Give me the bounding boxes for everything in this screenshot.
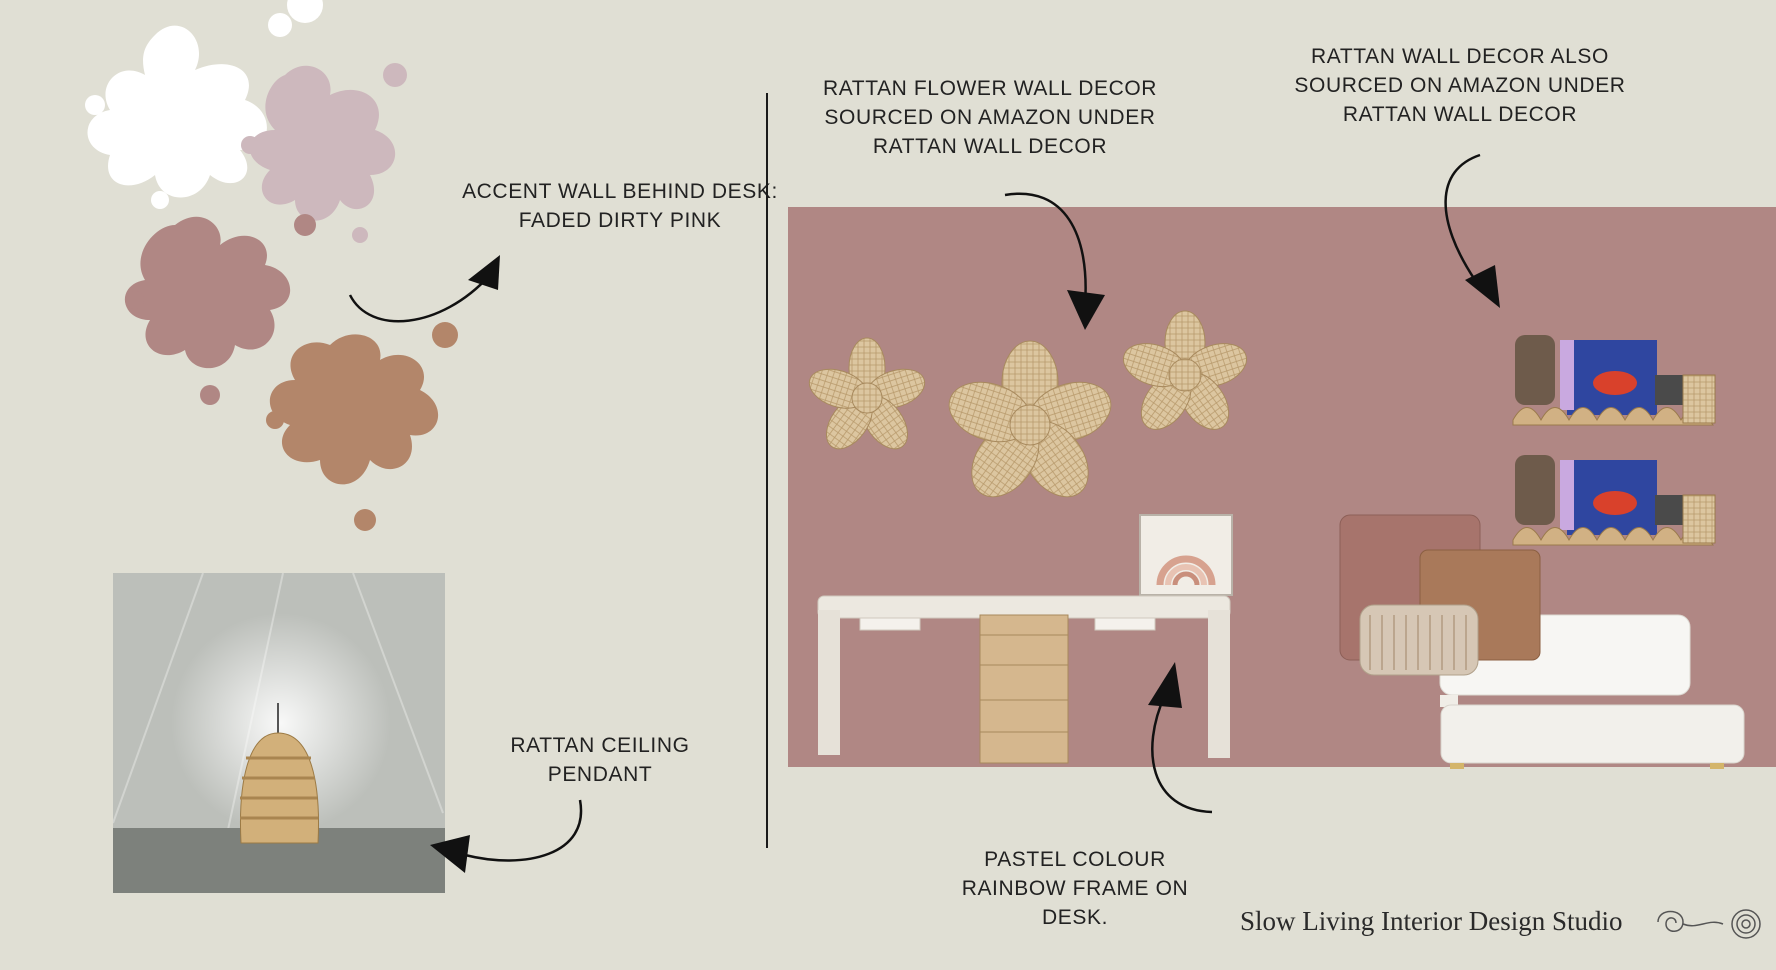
tan-paint-splat-icon bbox=[266, 322, 458, 531]
caption-line: RATTAN CEILING bbox=[510, 734, 690, 757]
flower-decor-caption: RATTAN FLOWER WALL DECOR SOURCED ON AMAZ… bbox=[790, 74, 1190, 161]
rattan-pendant-icon bbox=[240, 703, 319, 844]
caption-line: RATTAN FLOWER WALL DECOR bbox=[822, 77, 1158, 100]
lilac-paint-splat-icon bbox=[241, 63, 407, 243]
rattan-flower-icon bbox=[1123, 310, 1247, 430]
rattan-shelves bbox=[1512, 335, 1716, 546]
curved-arrow-icon bbox=[430, 799, 583, 873]
rattan-flower-decor bbox=[808, 310, 1247, 498]
caption-line: DESK. bbox=[1041, 906, 1109, 929]
white-paint-splat-icon bbox=[85, 0, 323, 209]
spiral-squiggle-logo-icon bbox=[1657, 909, 1761, 939]
curved-arrow-icon bbox=[348, 255, 500, 323]
caption-line: FADED DIRTY PINK bbox=[518, 209, 722, 232]
ceiling-pendant-caption: RATTAN CEILING PENDANT bbox=[480, 731, 720, 789]
cushion-icon bbox=[1339, 514, 1541, 676]
curved-arrow-icon bbox=[1004, 192, 1105, 330]
caption-line: ACCENT WALL BEHIND DESK: bbox=[462, 180, 778, 203]
rainbow-frame-icon bbox=[1139, 514, 1233, 596]
rattan-flower-icon bbox=[948, 340, 1112, 498]
rattan-flower-icon bbox=[808, 337, 926, 450]
caption-line: PASTEL COLOUR bbox=[984, 848, 1166, 871]
desk-with-rainbow-frame bbox=[817, 514, 1233, 764]
caption-line: SOURCED ON AMAZON UNDER bbox=[1294, 74, 1626, 97]
paint-splats bbox=[85, 0, 458, 531]
curved-arrow-icon bbox=[1444, 153, 1500, 308]
caption-line: PENDANT bbox=[547, 763, 653, 786]
rattan-shelf-icon bbox=[1512, 455, 1716, 546]
ceiling-pendant-photo bbox=[113, 573, 445, 893]
vertical-divider bbox=[766, 93, 768, 848]
bed-with-cushions bbox=[1339, 514, 1745, 769]
wall-decor-also-caption: RATTAN WALL DECOR ALSO SOURCED ON AMAZON… bbox=[1260, 42, 1660, 129]
caption-line: RAINBOW FRAME ON bbox=[961, 877, 1189, 900]
rose-paint-splat-icon bbox=[124, 214, 316, 405]
brand-name: Slow Living Interior Design Studio bbox=[1240, 906, 1623, 936]
rainbow-frame-caption: PASTEL COLOUR RAINBOW FRAME ON DESK. bbox=[935, 845, 1215, 932]
caption-line: RATTAN WALL DECOR bbox=[1342, 103, 1578, 126]
caption-line: RATTAN WALL DECOR ALSO bbox=[1311, 45, 1609, 68]
curved-arrow-icon bbox=[1148, 662, 1213, 814]
desk-icon bbox=[817, 595, 1231, 764]
caption-line: RATTAN WALL DECOR bbox=[872, 135, 1108, 158]
rattan-shelf-icon bbox=[1512, 335, 1716, 426]
accent-wall-caption: ACCENT WALL BEHIND DESK: FADED DIRTY PIN… bbox=[440, 177, 800, 235]
caption-line: SOURCED ON AMAZON UNDER bbox=[824, 106, 1156, 129]
